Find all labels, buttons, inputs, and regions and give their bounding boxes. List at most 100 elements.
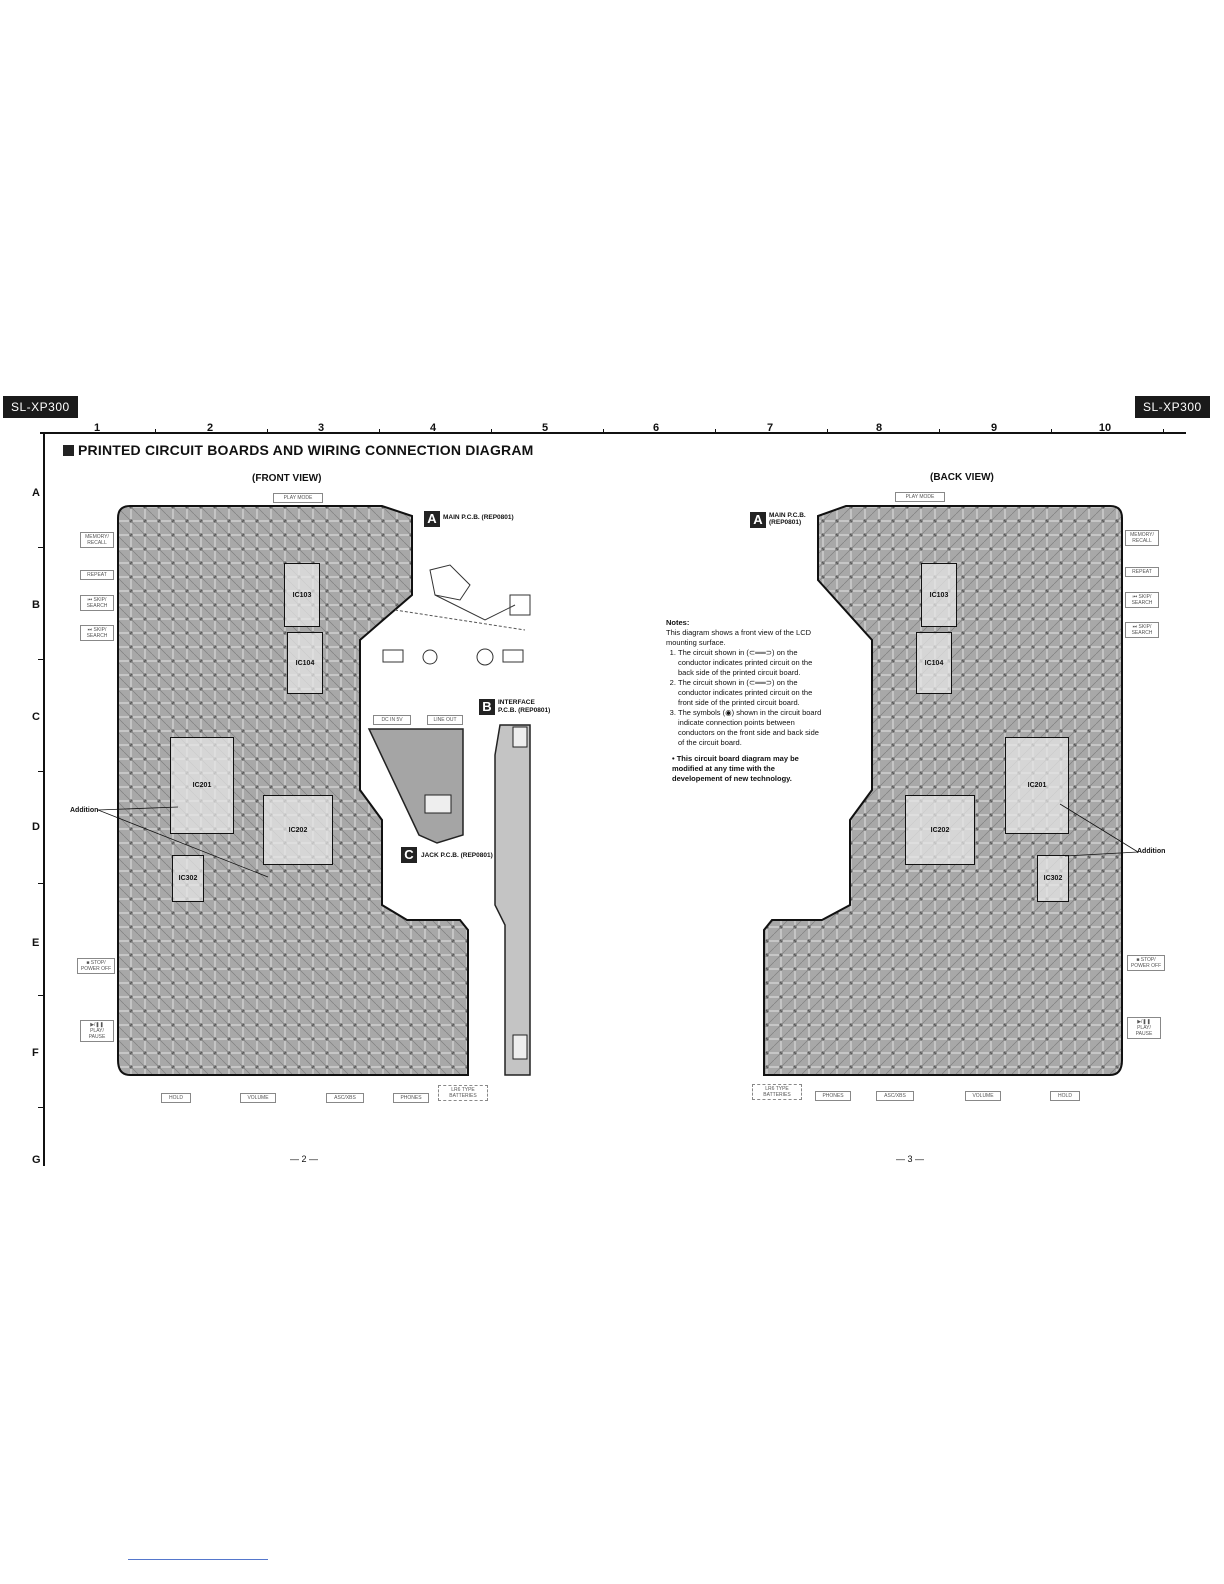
ic302-chip: IC302 xyxy=(172,855,204,902)
grid-tick xyxy=(491,429,492,434)
row-letter: F xyxy=(32,1047,39,1059)
asc-label-back: ASC/XBS xyxy=(876,1091,914,1101)
dc-in-label: DC IN 5V xyxy=(373,715,411,725)
skip-back-label: ⏮ SKIP/ SEARCH xyxy=(80,595,114,611)
skip-back-label-back: ⏮ SKIP/ SEARCH xyxy=(1125,592,1159,608)
grid-tick xyxy=(38,995,43,996)
ic103-chip: IC103 xyxy=(284,563,320,627)
grid-tick xyxy=(827,429,828,434)
column-number: 9 xyxy=(990,422,998,434)
heading-text: PRINTED CIRCUIT BOARDS AND WIRING CONNEC… xyxy=(78,442,534,458)
ic103-chip-back: IC103 xyxy=(921,563,957,627)
board-a-label: MAIN P.C.B. (REP0801) xyxy=(443,514,514,521)
grid-tick xyxy=(38,771,43,772)
repeat-label-back: REPEAT xyxy=(1125,567,1159,577)
front-view-label: (FRONT VIEW) xyxy=(252,473,322,484)
page-heading: PRINTED CIRCUIT BOARDS AND WIRING CONNEC… xyxy=(63,442,534,458)
board-b-badge: B xyxy=(479,699,495,715)
row-letter: G xyxy=(32,1154,41,1166)
grid-tick xyxy=(1051,429,1052,434)
grid-tick xyxy=(267,429,268,434)
ic104-chip: IC104 xyxy=(287,632,323,694)
stop-label-back: ■ STOP/ POWER OFF xyxy=(1127,955,1165,971)
column-number: 5 xyxy=(541,422,549,434)
addition-label-back: Addition xyxy=(1137,848,1166,855)
phones-label: PHONES xyxy=(393,1093,429,1103)
ic104-chip-back: IC104 xyxy=(916,632,952,694)
play-pause-label-back: ▶/❚❚ PLAY/ PAUSE xyxy=(1127,1017,1161,1039)
play-mode-label-back: PLAY MODE xyxy=(895,492,945,502)
row-letter: B xyxy=(32,599,40,611)
grid-tick xyxy=(603,429,604,434)
column-number: 6 xyxy=(652,422,660,434)
column-number: 4 xyxy=(429,422,437,434)
ic302-chip-back: IC302 xyxy=(1037,855,1069,902)
front-main-pcb xyxy=(117,505,469,1076)
board-a-label-back-2: (REP0801) xyxy=(769,519,802,526)
notes-intro: This diagram shows a front view of the L… xyxy=(666,628,812,647)
column-number: 3 xyxy=(317,422,325,434)
column-number: 1 xyxy=(93,422,101,434)
stop-label: ■ STOP/ POWER OFF xyxy=(77,958,115,974)
footer-rule xyxy=(128,1559,268,1560)
skip-fwd-label: ⏭ SKIP/ SEARCH xyxy=(80,625,114,641)
play-mode-label: PLAY MODE xyxy=(273,493,323,503)
memory-recall-label: MEMORY/ RECALL xyxy=(80,532,114,548)
back-view-label: (BACK VIEW) xyxy=(930,472,994,483)
play-pause-label: ▶/❚❚ PLAY/ PAUSE xyxy=(80,1020,114,1042)
page-number-right: — 3 — xyxy=(896,1154,925,1164)
board-c-label: JACK P.C.B. (REP0801) xyxy=(421,852,493,859)
notes-warning: • This circuit board diagram may be modi… xyxy=(672,754,799,783)
heading-square-icon xyxy=(63,445,74,456)
board-a-label-back-1: MAIN P.C.B. xyxy=(769,512,806,519)
notes-item: The circuit shown in (⊂══⊃) on the condu… xyxy=(678,648,826,678)
volume-label: VOLUME xyxy=(240,1093,276,1103)
back-main-pcb xyxy=(763,505,1123,1076)
hold-label-back: HOLD xyxy=(1050,1091,1080,1101)
model-tag-right: SL-XP300 xyxy=(1135,396,1210,418)
grid-top-rule xyxy=(40,432,1186,434)
notes-title: Notes: xyxy=(666,618,690,627)
board-b-label-2: P.C.B. (REP0801) xyxy=(498,707,551,714)
hold-label: HOLD xyxy=(161,1093,191,1103)
grid-tick xyxy=(939,429,940,434)
row-letter: C xyxy=(32,711,40,723)
addition-leader-back xyxy=(1059,803,1139,857)
row-letter: A xyxy=(32,487,40,499)
addition-leader-front xyxy=(98,806,269,878)
grid-tick xyxy=(715,429,716,434)
volume-label-back: VOLUME xyxy=(965,1091,1001,1101)
column-number: 2 xyxy=(206,422,214,434)
column-number: 8 xyxy=(875,422,883,434)
phones-label-back: PHONES xyxy=(815,1091,851,1101)
notes-item: The circuit shown in (⊂══⊃) on the condu… xyxy=(678,678,826,708)
skip-fwd-label-back: ⏭ SKIP/ SEARCH xyxy=(1125,622,1159,638)
ic201-chip: IC201 xyxy=(170,737,234,834)
board-a-badge: A xyxy=(424,511,440,527)
batteries-label: LR6 TYPE BATTERIES xyxy=(438,1085,488,1101)
repeat-label: REPEAT xyxy=(80,570,114,580)
grid-tick xyxy=(38,1107,43,1108)
column-number: 7 xyxy=(766,422,774,434)
grid-tick xyxy=(155,429,156,434)
notes-block: Notes: This diagram shows a front view o… xyxy=(666,618,826,784)
grid-tick xyxy=(1163,429,1164,434)
memory-recall-label-back: MEMORY/ RECALL xyxy=(1125,530,1159,546)
notes-item: The symbols (◉) shown in the circuit boa… xyxy=(678,708,826,748)
column-number: 10 xyxy=(1098,422,1112,434)
interface-pcb-drawing xyxy=(367,724,531,1076)
row-letter: D xyxy=(32,821,40,833)
grid-tick xyxy=(38,659,43,660)
grid-tick xyxy=(38,883,43,884)
grid-tick xyxy=(38,547,43,548)
line-out-label: LINE OUT xyxy=(427,715,463,725)
ic201-chip-back: IC201 xyxy=(1005,737,1069,834)
model-tag-left: SL-XP300 xyxy=(3,396,78,418)
asc-label: ASC/XBS xyxy=(326,1093,364,1103)
ic202-chip-back: IC202 xyxy=(905,795,975,865)
board-c-badge: C xyxy=(401,847,417,863)
addition-label-front: Addition xyxy=(70,807,99,814)
optical-pickup-drawing xyxy=(382,564,531,666)
row-letter: E xyxy=(32,937,40,949)
board-b-label-1: INTERFACE xyxy=(498,699,535,706)
